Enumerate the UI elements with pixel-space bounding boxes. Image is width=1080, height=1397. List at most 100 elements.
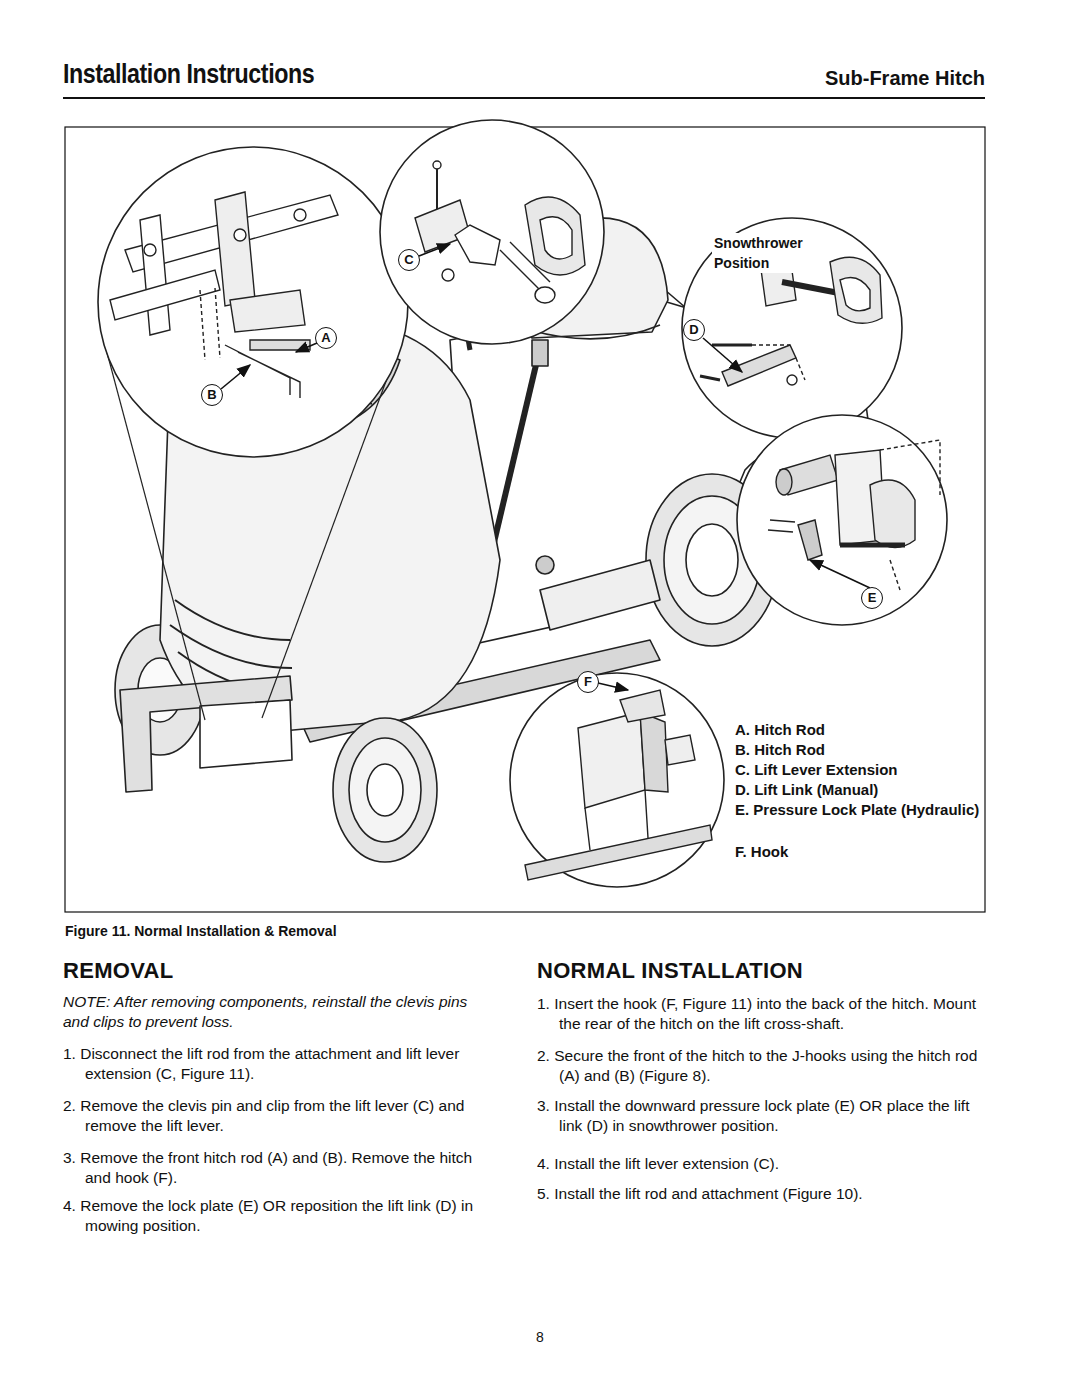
key-item: D. Lift Link (Manual)	[735, 780, 995, 800]
callout-text: F	[584, 675, 592, 689]
detail-circle-lift-link	[682, 218, 902, 438]
step-text: 1. Disconnect the lift rod from the atta…	[63, 1044, 497, 1084]
detail-circle-hook-part	[640, 712, 668, 792]
callout-text: B	[207, 388, 216, 402]
detail-circle-lock-plate-part	[880, 440, 940, 590]
view-label: Snowthrower Position	[712, 233, 820, 273]
detail-circle-hook-part	[510, 673, 724, 887]
detail-circle-lift-lever-part	[535, 287, 555, 303]
step-text: 2. Remove the clevis pin and clip from t…	[63, 1096, 497, 1136]
detail-circle-hitch-front-part	[250, 340, 310, 350]
callout-letter: F	[577, 671, 599, 693]
step-text: 5. Install the lift rod and attachment (…	[537, 1184, 987, 1204]
tractor-drawing-part	[333, 718, 437, 862]
tractor-drawing-part	[686, 524, 738, 596]
detail-circle-lift-link-part	[682, 218, 902, 438]
detail-circle-lift-link-part	[840, 278, 870, 311]
text-column: REMOVAL NOTE: After removing components, …	[63, 958, 497, 1236]
key-item: E. Pressure Lock Plate (Hydraulic)	[735, 800, 995, 820]
detail-circle-lock-plate-part	[737, 415, 947, 625]
leader-arrows-part	[221, 365, 250, 389]
tractor-drawing-part	[540, 560, 660, 630]
step-text: 4. Remove the lock plate (E) OR repositi…	[63, 1196, 497, 1236]
leader-arrows-part	[419, 244, 450, 256]
tractor-drawing-part	[532, 340, 548, 366]
callout-text: C	[404, 253, 413, 267]
detail-circle-hitch-front-part	[98, 147, 408, 457]
detail-circle-lift-lever-part	[433, 161, 441, 169]
key-item: B. Hitch Rod	[735, 740, 995, 760]
detail-circle-lift-lever	[380, 120, 604, 344]
tractor-drawing-part	[536, 556, 554, 574]
detail-circle-lift-lever-part	[455, 225, 500, 265]
detail-circle-hitch-front-part	[110, 270, 220, 320]
tractor-drawing-part	[367, 764, 403, 816]
tractor-drawing-part	[120, 676, 292, 792]
leader-arrows-part	[598, 683, 628, 690]
detail-circle-lift-lever-part	[380, 120, 604, 344]
figure-caption: Figure 11. Normal Installation & Removal	[65, 922, 665, 940]
detail-circle-hook-part	[525, 825, 712, 880]
detail-circle-lift-lever-part	[436, 168, 438, 214]
note-text: NOTE: After removing components, reinsta…	[63, 992, 497, 1032]
callout-letter: A	[315, 327, 337, 349]
detail-circle-lift-link-part	[830, 257, 882, 323]
tractor-drawing-part	[349, 738, 421, 842]
callout-text: D	[689, 323, 698, 337]
key-item: C. Lift Lever Extension	[735, 760, 995, 780]
detail-circle-lock-plate-part	[840, 543, 905, 548]
callout-text: A	[321, 331, 330, 345]
header-rule	[63, 97, 985, 99]
leader-arrows-part	[810, 560, 870, 588]
detail-circle-lock-plate-part	[776, 469, 792, 495]
text-column: NORMAL INSTALLATION 1. Insert the hook (F…	[537, 958, 987, 1204]
detail-circle-hitch-front-part	[215, 192, 255, 306]
page-title: Installation Instructions	[63, 58, 314, 90]
detail-circle-hitch-front-part	[225, 345, 300, 398]
key-item: A. Hitch Rod	[735, 720, 995, 740]
tractor-drawing-part	[200, 700, 292, 768]
detail-circle-hitch-front-part	[230, 290, 305, 332]
detail-circle-lift-link-part	[712, 344, 752, 347]
detail-circle-lift-link-part	[722, 345, 796, 386]
section-heading: REMOVAL	[63, 958, 497, 984]
callout-letter: D	[683, 319, 705, 341]
detail-circle-lock-plate	[737, 415, 947, 625]
detail-circle-hook-part	[665, 735, 695, 765]
detail-circle-hook-part	[585, 790, 648, 850]
callout-text: E	[868, 591, 877, 605]
section-heading: NORMAL INSTALLATION	[537, 958, 987, 984]
detail-circle-hitch-front-part	[200, 288, 220, 360]
key-item: F. Hook	[735, 842, 995, 862]
step-text: 3. Install the downward pressure lock pl…	[537, 1096, 987, 1136]
leader-arrows-part	[296, 343, 317, 352]
detail-circle-lift-link-part	[752, 345, 805, 380]
detail-circle-lock-plate-part	[768, 520, 795, 532]
detail-circle-hitch-front-part	[144, 244, 156, 256]
step-text: 2. Secure the front of the hitch to the …	[537, 1046, 987, 1086]
detail-circle-hitch-front-part	[234, 229, 246, 241]
page-number: 8	[500, 1328, 580, 1346]
leader-arrows	[221, 244, 870, 690]
detail-circle-lock-plate-part	[798, 520, 822, 560]
detail-circle-lift-lever-part	[442, 269, 454, 281]
detail-circle-lift-lever-part	[525, 197, 585, 275]
callout-letter: B	[201, 384, 223, 406]
detail-circle-lift-lever-part	[540, 217, 572, 259]
detail-circle-hook	[510, 673, 724, 887]
detail-circle-hook-part	[620, 690, 665, 722]
detail-circle-hitch-front-part	[294, 209, 306, 221]
detail-circle-hitch-front-part	[140, 215, 170, 335]
callout-letter: E	[861, 587, 883, 609]
leader-arrows-part	[703, 338, 742, 372]
detail-circle-hitch-front	[98, 147, 408, 457]
detail-circle-lift-link-part	[700, 376, 720, 380]
detail-circle-hook-part	[578, 712, 645, 808]
detail-circle-lock-plate-part	[870, 480, 915, 548]
step-text: 4. Install the lift lever extension (C).	[537, 1154, 987, 1174]
step-text: 3. Remove the front hitch rod (A) and (B…	[63, 1148, 497, 1188]
step-text: 1. Insert the hook (F, Figure 11) into t…	[537, 994, 987, 1034]
detail-circle-lift-link-part	[787, 375, 797, 385]
section-title: Sub-Frame Hitch	[735, 66, 985, 90]
